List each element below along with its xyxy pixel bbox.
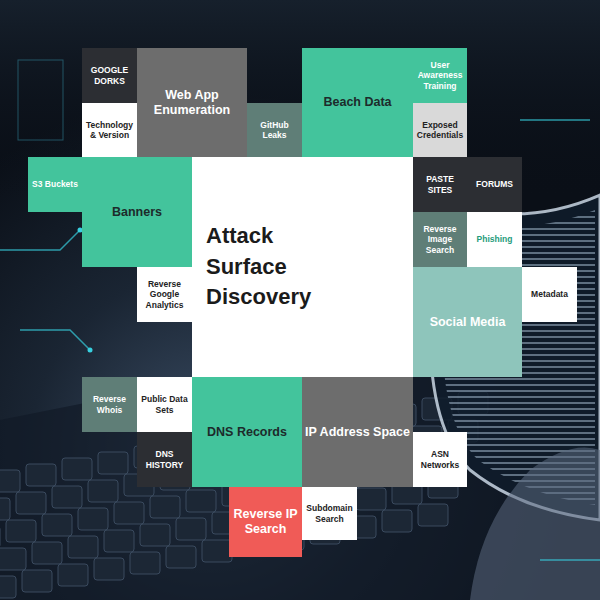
keyboard-key <box>58 564 88 586</box>
tile-label: Subdomain Search <box>305 503 354 523</box>
large-tile: Social Media <box>413 267 522 377</box>
large-tile: Beach Data <box>302 48 413 157</box>
small-tile: S3 Buckets <box>28 157 82 212</box>
tile-label: Exposed Credentials <box>416 120 464 140</box>
hud-panel <box>18 60 63 140</box>
tile-label: IP Address Space <box>305 425 410 440</box>
keyboard-key <box>202 540 232 562</box>
keyboard-key <box>166 546 196 568</box>
keyboard-key <box>356 488 386 510</box>
center-tile: Attack Surface Discovery <box>192 157 413 377</box>
tile-label: DNS HISTORY <box>140 449 189 469</box>
small-tile: Reverse Whois <box>82 377 137 432</box>
tile-label: ASN Networks <box>416 449 464 469</box>
tile-label: Reverse Google Analytics <box>140 279 189 310</box>
tile-label: Reverse Image Search <box>416 224 464 255</box>
small-tile: DNS HISTORY <box>137 432 192 487</box>
keyboard-key <box>68 536 98 558</box>
small-tile: Technology & Version <box>82 103 137 157</box>
small-tile: GOOGLE DORKS <box>82 48 137 103</box>
tile-label: Metadata <box>531 289 568 299</box>
large-tile: Banners <box>82 157 192 267</box>
keyboard-key <box>176 518 206 540</box>
keyboard-key <box>52 486 82 508</box>
small-tile: Reverse Image Search <box>413 212 467 267</box>
glow-lines <box>0 120 600 560</box>
keyboard-key <box>0 498 10 520</box>
keyboard-key <box>94 558 124 580</box>
keyboard-key <box>0 548 26 570</box>
keyboard-key <box>0 470 20 492</box>
tile-label: GitHub Leaks <box>250 120 299 140</box>
keyboard-key <box>186 490 216 512</box>
large-tile: Web App Enumeration <box>137 48 247 157</box>
tile-label: PASTE SITES <box>416 174 464 194</box>
keyboard-key <box>0 576 16 598</box>
keyboard-key <box>114 502 144 524</box>
keyboard-key <box>26 464 56 486</box>
keyboard-key <box>150 496 180 518</box>
small-tile: Phishing <box>467 212 522 267</box>
small-tile: User Awareness Training <box>413 48 467 103</box>
keyboard-key <box>140 524 170 546</box>
tile-label: Public Data Sets <box>140 394 189 414</box>
small-tile: Public Data Sets <box>137 377 192 432</box>
small-tile: Metadata <box>522 267 577 322</box>
tile-label: FORUMS <box>476 179 513 189</box>
small-tile: FORUMS <box>467 157 522 212</box>
small-tile: GitHub Leaks <box>247 103 302 157</box>
small-tile: Exposed Credentials <box>413 103 467 157</box>
tile-label: S3 Buckets <box>32 179 78 189</box>
keyboard-key <box>62 458 92 480</box>
keyboard-key <box>88 480 118 502</box>
keyboard-key <box>418 504 448 526</box>
tile-label: GOOGLE DORKS <box>85 65 134 85</box>
keyboard-key <box>130 552 160 574</box>
large-tile: IP Address Space <box>302 377 413 487</box>
tile-label: Reverse Whois <box>85 394 134 414</box>
large-tile: DNS Records <box>192 377 302 487</box>
keyboard-key <box>382 510 412 532</box>
tile-label: Technology & Version <box>85 120 134 140</box>
tile-label: Reverse IP Search <box>232 507 299 537</box>
tile-label: User Awareness Training <box>416 60 464 91</box>
hand <box>470 448 600 600</box>
keyboard-key <box>16 492 46 514</box>
tile-label: Beach Data <box>323 95 391 110</box>
small-tile: ASN Networks <box>413 432 467 487</box>
keyboard-key <box>6 520 36 542</box>
tile-label: Banners <box>112 205 162 220</box>
keyboard-key <box>42 514 72 536</box>
tile-label: Web App Enumeration <box>140 88 244 118</box>
glow-dot <box>88 348 93 353</box>
tile-label: Social Media <box>430 315 506 330</box>
keyboard-key <box>98 452 128 474</box>
tile-label: Phishing <box>477 234 513 244</box>
keyboard-key <box>32 542 62 564</box>
keyboard-key <box>22 570 52 592</box>
small-tile: PASTE SITES <box>413 157 467 212</box>
keyboard-key <box>104 530 134 552</box>
small-tile: Reverse Google Analytics <box>137 267 192 322</box>
tile-title: Attack Surface Discovery <box>206 221 336 313</box>
keyboard-key <box>78 508 108 530</box>
tile-label: DNS Records <box>207 425 287 440</box>
small-tile: Subdomain Search <box>302 487 357 540</box>
large-tile: Reverse IP Search <box>229 487 302 557</box>
